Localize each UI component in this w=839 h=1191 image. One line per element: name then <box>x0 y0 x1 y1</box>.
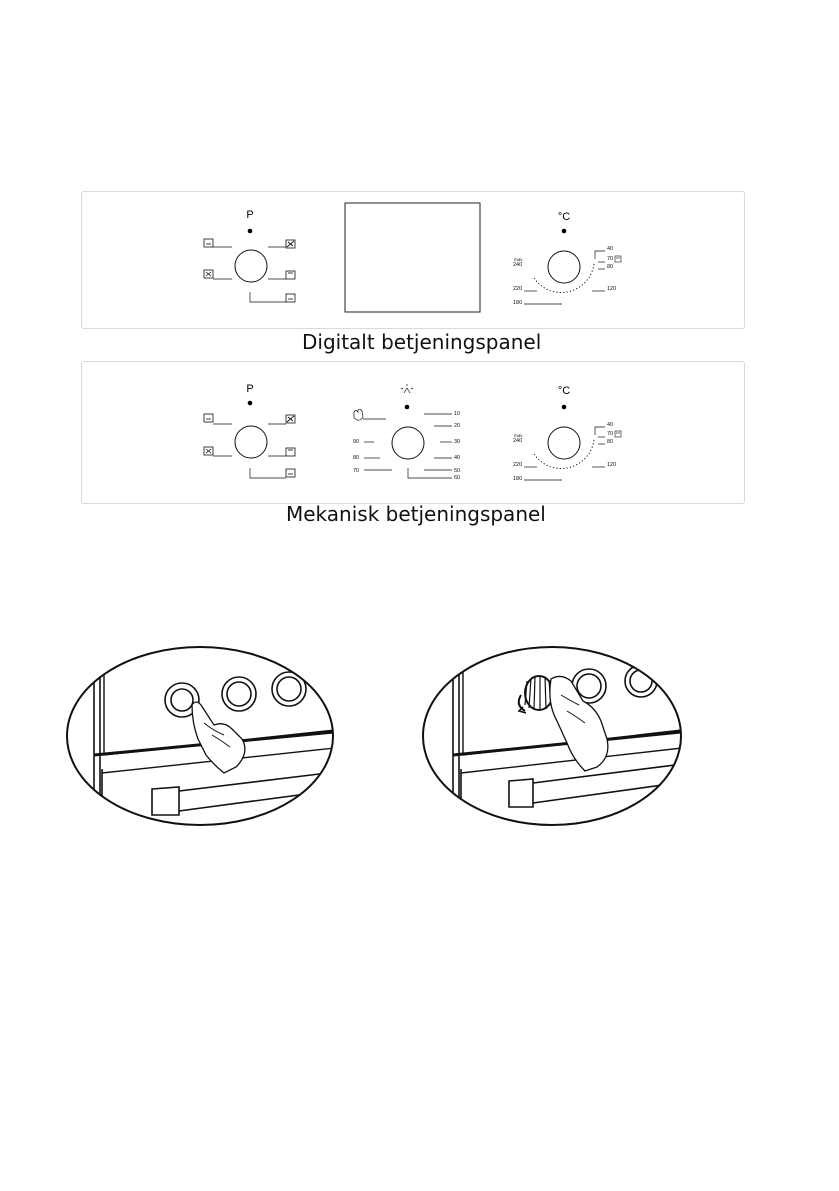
digital-panel-caption: Digitalt betjeningspanel <box>302 330 541 354</box>
program-knob-indicator <box>248 401 253 406</box>
temp-knob-indicator <box>562 405 567 410</box>
timer-knob[interactable] <box>392 427 424 459</box>
press-knob-illustration <box>64 643 336 829</box>
temp-label-80: 80 <box>607 264 613 270</box>
program-knob[interactable] <box>235 426 267 458</box>
temp-scale-arc <box>534 264 594 292</box>
timer-label-10: 10 <box>454 411 460 417</box>
digital-control-panel: P °C <box>81 191 745 329</box>
conventional-icon <box>286 271 295 279</box>
temp-label-70: 70 <box>607 431 613 437</box>
timer-label-70: 70 <box>353 468 359 474</box>
temp-label-max: max <box>514 257 523 262</box>
timer-label-40: 40 <box>454 455 460 461</box>
timer-label-60: 60 <box>454 475 460 481</box>
temp-label-120: 120 <box>607 462 616 468</box>
hand-icon <box>354 409 363 420</box>
top-heat-icon <box>204 239 213 247</box>
top-heat-icon <box>204 414 213 422</box>
temp-label-70: 70 <box>607 256 613 262</box>
timer-label-20: 20 <box>454 423 460 429</box>
bottom-heat-icon <box>204 270 213 278</box>
temp-label-80: 80 <box>607 439 613 445</box>
temp-label-180: 180 <box>513 300 522 306</box>
temp-label-240: 240 <box>513 438 522 444</box>
temp-label-240: 240 <box>513 262 522 268</box>
temp-label-40: 40 <box>607 422 613 428</box>
temperature-knob[interactable] <box>548 251 580 283</box>
temp-label-120: 120 <box>607 286 616 292</box>
temp-label-max: max <box>514 433 523 438</box>
mechanical-control-panel: P <box>81 361 745 504</box>
temp-label-220: 220 <box>513 286 522 292</box>
program-knob-label: P <box>246 209 253 221</box>
timer-label-90: 90 <box>353 439 359 445</box>
timer-label-50: 50 <box>454 468 460 474</box>
fan-grill-icon <box>286 240 295 248</box>
temp-scale-labels: 40 70 80 120 180 220 240 max <box>513 246 616 306</box>
timer-label-80: 80 <box>353 455 359 461</box>
temp-knob-label: °C <box>558 211 570 223</box>
conventional-icon <box>286 448 295 456</box>
temperature-knob[interactable] <box>548 427 580 459</box>
turn-knob-illustration <box>421 643 683 829</box>
temp-label-220: 220 <box>513 462 522 468</box>
timer-knob-indicator <box>405 405 410 410</box>
temp-scale-labels: 40 70 80 120 180 220 240 max <box>513 422 616 482</box>
temp-knob-label: °C <box>558 385 570 397</box>
grill-icon <box>286 294 295 302</box>
timer-label-30: 30 <box>454 439 460 445</box>
grill-icon <box>286 469 295 477</box>
bottom-heat-icon <box>204 447 213 455</box>
temp-scale-arc <box>534 440 594 468</box>
fan-grill-icon <box>286 415 295 423</box>
mechanical-panel-drawing: P <box>82 362 744 503</box>
program-knob-indicator <box>248 229 253 234</box>
light-icon <box>401 384 413 393</box>
temp-knob-indicator <box>562 229 567 234</box>
mechanical-panel-caption: Mekanisk betjeningspanel <box>286 502 546 526</box>
temp-label-180: 180 <box>513 476 522 482</box>
temp-label-40: 40 <box>607 246 613 252</box>
grill-small-icon <box>615 256 621 262</box>
program-knob[interactable] <box>235 250 267 282</box>
grill-small-icon <box>615 431 621 437</box>
digital-panel-drawing: P °C <box>82 192 744 328</box>
digital-display <box>345 203 480 312</box>
timer-scale-labels: 10 20 30 40 50 60 70 80 90 <box>353 411 460 481</box>
program-knob-label: P <box>246 383 253 395</box>
